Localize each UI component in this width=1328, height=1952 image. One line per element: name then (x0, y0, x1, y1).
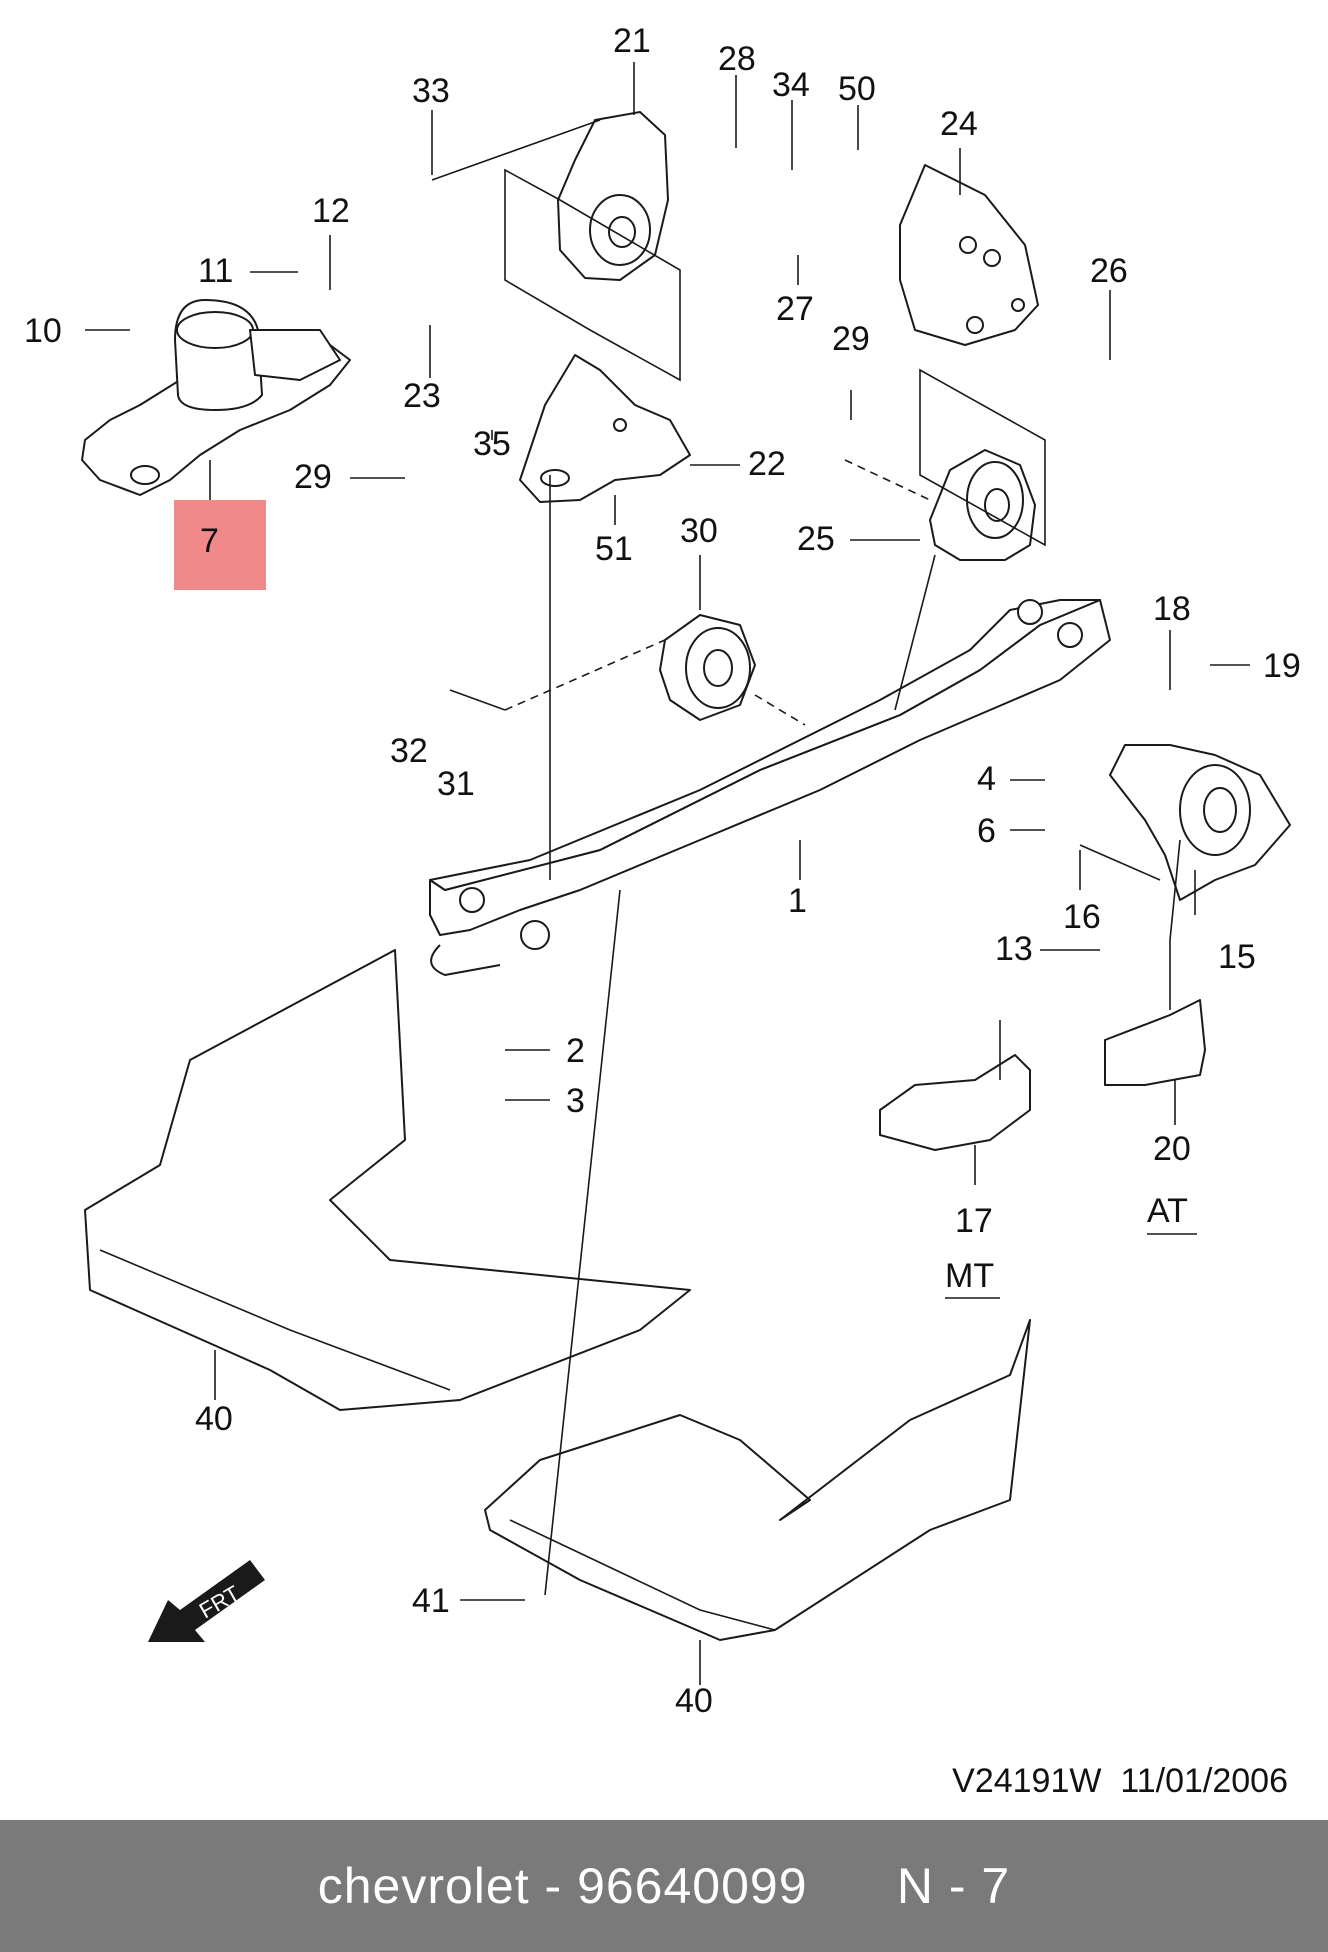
callout-20: 20 (1153, 1130, 1191, 1168)
callout-reference: N - 7 (896, 1858, 1011, 1914)
callout-40-left: 40 (195, 1400, 233, 1438)
callout-28: 28 (718, 40, 756, 78)
callout-26: 26 (1090, 252, 1128, 290)
front-direction-arrow-icon: FRT (148, 1560, 265, 1642)
bracket-51 (519, 354, 691, 503)
mount-25 (919, 368, 1046, 561)
callout-15: 15 (1218, 938, 1256, 976)
variant-mt: MT (945, 1257, 994, 1295)
variant-at: AT (1147, 1192, 1188, 1230)
callout-16: 16 (1063, 898, 1101, 936)
callout-33: 33 (412, 72, 450, 110)
callout-3: 3 (566, 1082, 585, 1120)
callout-35: 35 (473, 425, 511, 463)
bushing-30 (659, 614, 756, 721)
footer-bar: chevrolet - 96640099 N - 7 (0, 1820, 1328, 1952)
crossmember-1 (429, 599, 1111, 976)
callout-30: 30 (680, 512, 718, 550)
separator: - (529, 1858, 578, 1914)
callout-29-left: 29 (294, 458, 332, 496)
brand-name: chevrolet (317, 1858, 530, 1914)
callout-17: 17 (955, 1202, 993, 1240)
callout-6: 6 (977, 812, 996, 850)
callout-27: 27 (776, 290, 814, 328)
callout-13: 13 (995, 930, 1033, 968)
callout-19: 19 (1263, 647, 1301, 685)
gap (808, 1857, 897, 1915)
bracket-17-mt (879, 1020, 1031, 1151)
callout-10: 10 (24, 312, 62, 350)
callout-7: 7 (200, 522, 219, 560)
mount-15 (1109, 744, 1291, 901)
splash-shield-40-lower (484, 1319, 1031, 1641)
callout-2: 2 (566, 1032, 585, 1070)
callout-24: 24 (940, 105, 978, 143)
callout-18: 18 (1153, 590, 1191, 628)
callout-51: 51 (595, 530, 633, 568)
callout-4: 4 (977, 760, 996, 798)
callout-21: 21 (613, 22, 651, 60)
callout-labels: 21 33 28 34 50 24 12 11 10 26 23 27 29 3… (24, 22, 1301, 1720)
leader-lines (85, 62, 1250, 1685)
callout-31: 31 (437, 765, 475, 803)
callout-25: 25 (797, 520, 835, 558)
variant-labels: AT MT (945, 1192, 1197, 1299)
engine-mount-left (81, 299, 351, 496)
callout-32: 32 (390, 732, 428, 770)
part-number: 96640099 (577, 1858, 808, 1914)
bracket-24 (899, 164, 1039, 346)
callout-1: 1 (788, 882, 807, 920)
callout-29-right: 29 (832, 320, 870, 358)
parts-diagram: FRT (24, 22, 1301, 1800)
mount-21 (504, 111, 681, 382)
splash-shield-40-left (84, 949, 691, 1411)
bracket-20-at (1104, 940, 1206, 1086)
callout-34: 34 (772, 66, 810, 104)
callout-23: 23 (403, 377, 441, 415)
callout-41: 41 (412, 1582, 450, 1620)
callout-12: 12 (312, 192, 350, 230)
callout-40-bottom: 40 (675, 1682, 713, 1720)
callout-11: 11 (198, 252, 233, 290)
callout-22: 22 (748, 445, 786, 483)
highlight-box (174, 500, 266, 590)
callout-50: 50 (838, 70, 876, 108)
drawing-reference: V24191W 11/01/2006 (952, 1762, 1288, 1800)
